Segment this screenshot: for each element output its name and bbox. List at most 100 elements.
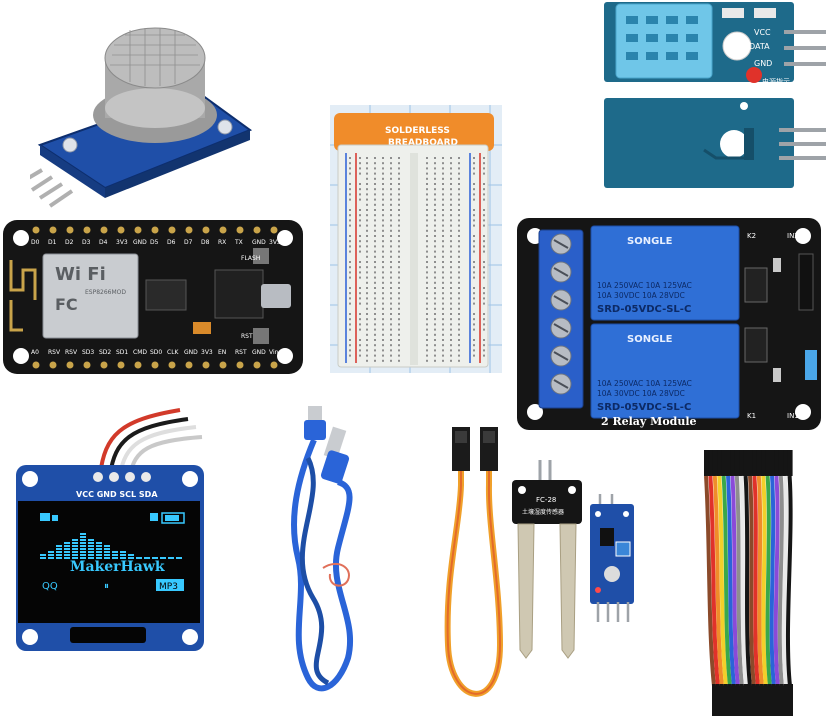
nodemcu-top-pin-label: D7 (184, 239, 193, 246)
wifi-label: Wi Fi (55, 264, 106, 285)
oled-pin-labels: VCC GND SCL SDA (76, 490, 158, 499)
dupont-connector-bottom (772, 684, 777, 716)
dupont-wire (769, 475, 776, 687)
dupont-connector-bottom (728, 684, 733, 716)
dupont-connector-top (761, 450, 767, 476)
module-label: ESP8266MOD (85, 289, 126, 296)
dupont-connector-bottom (776, 684, 781, 716)
nodemcu-top-pin-label: D8 (201, 239, 210, 246)
relay1-brand: SONGLE (627, 236, 673, 247)
nodemcu-top-pin-label: GND (252, 239, 266, 246)
dupont-wire (781, 475, 789, 687)
dht-pin-vcc: VCC (754, 28, 771, 37)
dupont-connector-bottom (720, 684, 725, 716)
nodemcu-top-pin-label: GND (133, 239, 147, 246)
relay-k1-label: K1 (747, 412, 756, 420)
dupont-connector-bottom (716, 684, 721, 716)
dupont-wire (777, 475, 784, 687)
dupont-connector-bottom (780, 684, 785, 716)
nodemcu-bottom-pin-label: RST (235, 349, 247, 356)
nodemcu-bottom-pin-label: SD2 (99, 349, 111, 356)
nodemcu-bottom-pin-label: RSV (48, 349, 61, 356)
dupont-connector-top (778, 450, 784, 476)
dupont-connector-top (765, 450, 771, 476)
nodemcu-top-pin-label: TX (234, 239, 243, 246)
nodemcu-top-pin-label: 3V3 (269, 239, 281, 246)
breadboard: SOLDERLESS BREADBOARD (330, 105, 502, 373)
nodemcu-top-pin-label: D1 (48, 239, 57, 246)
dupont-connector-bottom (724, 684, 729, 716)
nodemcu-bottom-pin-label: CLK (167, 349, 180, 356)
dupont-connector-bottom (768, 684, 773, 716)
dupont-connector-bottom (748, 684, 753, 716)
dht-pin-data: DATA (749, 42, 770, 51)
dupont-connector-top (721, 450, 727, 476)
relay-k2-label: K2 (747, 232, 756, 240)
dupont-connector-bottom (736, 684, 741, 716)
nodemcu-bottom-pin-label: 3V3 (201, 349, 213, 356)
dupont-connector-top (734, 450, 740, 476)
dupont-connector-top (752, 450, 758, 476)
dupont-connector-top (783, 450, 789, 476)
dupont-connector-top (743, 450, 749, 476)
dupont-connector-top (787, 450, 793, 476)
dupont-connector-bottom (756, 684, 761, 716)
relay1-spec-2: 10A 30VDC 10A 28VDC (597, 291, 685, 300)
dupont-wire (752, 475, 760, 687)
relay2-model: SRD-05VDC-SL-C (597, 402, 691, 413)
mq-gas-sensor (30, 27, 253, 208)
nodemcu-top-pin-label: D5 (150, 239, 159, 246)
usb-cable (291, 406, 354, 692)
oled-pause-icon: ⏸ (104, 581, 109, 592)
dupont-wire (704, 475, 716, 687)
dupont-connector-top (704, 450, 709, 476)
dupont-wire (748, 475, 756, 687)
relay-in2-label: IN2 (787, 232, 799, 240)
dupont-wire (721, 475, 732, 687)
sensor-board-back (604, 98, 826, 188)
soil-model-label: FC-28 (536, 496, 556, 504)
dupont-connector-bottom (784, 684, 789, 716)
jumper-wire-pair (444, 427, 504, 697)
relay2-spec-2: 10A 30VDC 10A 28VDC (597, 389, 685, 398)
dupont-wire (785, 475, 793, 687)
oled-left-text: QQ (42, 581, 58, 592)
relay-module-title: 2 Relay Module (601, 415, 697, 428)
dupont-connector-top (748, 450, 753, 476)
nodemcu-bottom-pin-label: GND (184, 349, 198, 356)
soil-moisture-sensor: FC-28 土壤湿度传感器 (512, 460, 582, 659)
dupont-connector-bottom (712, 684, 717, 716)
dupont-connector-bottom (732, 684, 737, 716)
dupont-connector-top (726, 450, 731, 476)
oled-right-text: MP3 (159, 582, 178, 592)
fc-label: FC (55, 295, 78, 314)
nodemcu-bottom-pin-label: SD3 (82, 349, 94, 356)
nodemcu-top-pin-label: 3V3 (116, 239, 128, 246)
dupont-connector-top (717, 450, 723, 476)
nodemcu-top-pin-label: D4 (99, 239, 108, 246)
dupont-connector-top (712, 450, 718, 476)
breadboard-label-1: SOLDERLESS (385, 126, 450, 136)
dupont-wire (730, 475, 740, 687)
dupont-wire (734, 475, 744, 687)
oled-display-module: VCC GND SCL SDA MakerHawk QQ ⏸ MP3 (16, 408, 204, 651)
dupont-connector-bottom (764, 684, 769, 716)
breadboard-label-2: BREADBOARD (388, 138, 458, 148)
relay-in1-label: IN1 (787, 412, 799, 420)
dupont-connector-top (708, 450, 714, 476)
nodemcu-top-pin-label: D6 (167, 239, 176, 246)
dupont-connector-top (730, 450, 736, 476)
dht-pin-gnd: GND (754, 59, 772, 68)
nodemcu-top-pin-label: RX (218, 239, 226, 246)
nodemcu-bottom-pin-label: A0 (31, 349, 39, 356)
dupont-wire (773, 475, 780, 687)
nodemcu-top-pin-label: D0 (31, 239, 40, 246)
dht-power-label: 电源指示 (762, 77, 790, 86)
relay1-model: SRD-05VDC-SL-C (597, 304, 691, 315)
nodemcu-top-pin-label: D2 (65, 239, 74, 246)
relay-module: SONGLE SONGLE 10A 250VAC 10A 125VAC 10A … (517, 218, 821, 430)
soil-chinese-label: 土壤湿度传感器 (522, 508, 564, 516)
nodemcu-bottom-pin-label: CMD (133, 349, 147, 356)
